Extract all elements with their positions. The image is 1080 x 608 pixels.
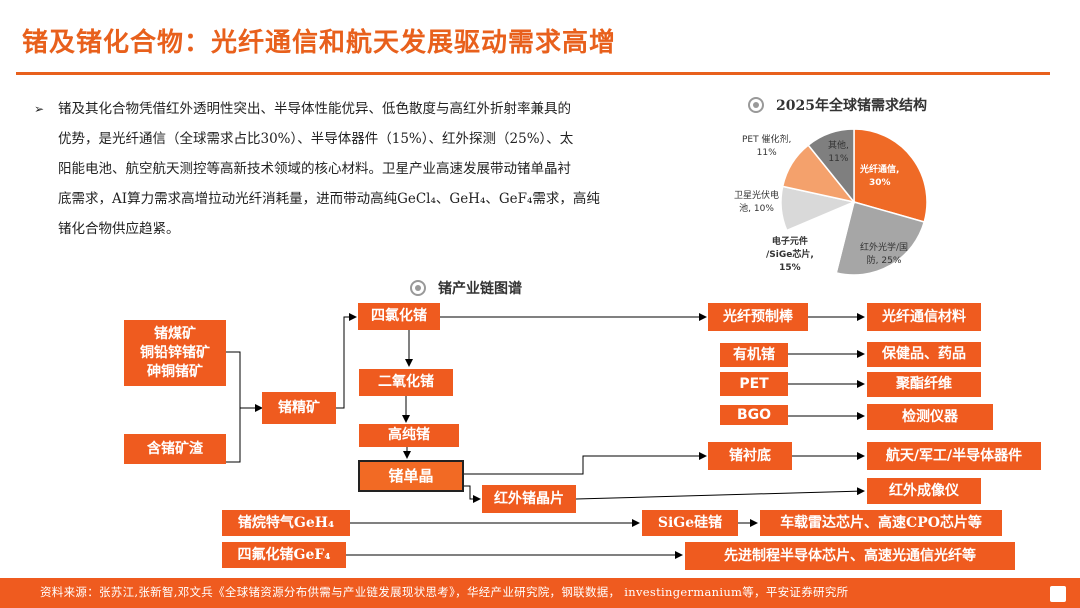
- node-preform: 光纤预制棒: [708, 303, 808, 331]
- node-ore-line1: 锗煤矿: [154, 325, 196, 342]
- node-ore-line3: 砷铜锗矿: [147, 363, 203, 380]
- intro-line-4: 底需求，AI算力需求高增拉动光纤消耗量，进而带动高纯GeCl₄、GeH₄、GeF…: [58, 191, 600, 207]
- pie-label-elec-name: 电子元件: [771, 237, 808, 247]
- node-ir-wafer: 红外锗晶片: [482, 485, 576, 513]
- footer-bar: 资料来源：张苏江,张新智,邓文兵《全球锗资源分布供需与产业链发展现状思考》，华经…: [0, 578, 1080, 608]
- title-rule: [16, 72, 1050, 75]
- arrow-ore1-bracket: [226, 351, 241, 463]
- node-gecl4: 四氯化锗: [358, 303, 440, 330]
- node-pet: PET: [720, 372, 788, 396]
- pie-label-sat: 卫星光伏电 池, 10%: [734, 190, 779, 216]
- arrow-single-to-substrate: [464, 452, 707, 475]
- node-pure: 高纯锗: [359, 424, 459, 447]
- node-health: 保健品、药品: [867, 342, 981, 367]
- pie-label-fiber-name: 光纤通信,: [860, 165, 900, 175]
- node-substrate: 锗衬底: [708, 442, 792, 470]
- logo-icon: [1050, 586, 1066, 602]
- pie-label-elec-pct: 15%: [779, 263, 801, 273]
- node-aerospace: 航天/军工/半导体器件: [867, 442, 1041, 470]
- pie-label-other-name: 其他,: [828, 141, 849, 151]
- pie-label-ir-pct: 防, 25%: [866, 256, 902, 266]
- intro-line-1: 锗及其化合物凭借红外透明性突出、半导体性能优异、低色散度与高红外折射率兼具的: [58, 101, 571, 117]
- intro-line-5: 锗化合物供应趋紧。: [58, 221, 180, 237]
- node-concentrate: 锗精矿: [262, 392, 336, 424]
- node-polyester: 聚酯纤维: [867, 372, 981, 397]
- pie-label-pet-name: PET 催化剂,: [742, 135, 792, 145]
- node-radar: 车载雷达芯片、高速CPO芯片等: [760, 510, 1002, 536]
- target-icon: [410, 280, 426, 296]
- node-gef4: 四氟化锗GeF₄: [222, 542, 346, 568]
- pie-label-elec: 电子元件 /SiGe芯片, 15%: [766, 236, 814, 275]
- chain-section-heading: 锗产业链图谱: [410, 278, 522, 298]
- node-geo2: 二氧化锗: [359, 369, 453, 396]
- pie-chart: 光纤通信, 30% 红外光学/国 防, 25% 电子元件 /SiGe芯片, 15…: [730, 122, 950, 282]
- pie-label-other-pct: 11%: [828, 154, 849, 164]
- arrow-irwafer-to-imager: [575, 487, 865, 500]
- pie-slice-5: [807, 128, 855, 205]
- pie-label-elec-sub: /SiGe芯片,: [766, 250, 814, 260]
- pie-label-ir: 红外光学/国 防, 25%: [860, 242, 908, 268]
- node-advanced: 先进制程半导体芯片、高速光通信光纤等: [685, 542, 1015, 570]
- pie-label-fiber-pct: 30%: [868, 178, 891, 188]
- bullet-icon: ➢: [34, 102, 45, 116]
- node-bgo: BGO: [720, 405, 788, 425]
- node-organic: 有机锗: [720, 343, 788, 367]
- node-ore-group: 锗煤矿 铜铅锌锗矿 砷铜锗矿: [124, 320, 226, 386]
- pie-slice-2: [785, 200, 856, 274]
- pie-label-fiber: 光纤通信, 30%: [860, 164, 899, 190]
- intro-line-2: 优势，是光纤通信（全球需求占比30%）、半导体器件（15%）、红外探测（25%）…: [58, 131, 574, 147]
- footer-source-text: 资料来源：张苏江,张新智,邓文兵《全球锗资源分布供需与产业链发展现状思考》，华经…: [40, 585, 849, 599]
- target-icon: [748, 97, 764, 113]
- pie-slice-1: [835, 201, 926, 276]
- pie-label-ir-name: 红外光学/国: [860, 243, 909, 253]
- pie-label-pet-pct: 11%: [756, 148, 777, 158]
- node-ir-imager: 红外成像仪: [867, 478, 981, 504]
- page-title: 锗及锗化合物：光纤通信和航天发展驱动需求高增: [22, 28, 617, 58]
- pie-slice-0: [853, 128, 928, 223]
- node-sige: SiGe硅锗: [642, 510, 738, 536]
- pie-svg: [780, 128, 928, 276]
- pie-label-sat-name: 卫星光伏电: [734, 191, 780, 201]
- pie-heading-label: 2025年全球锗需求结构: [776, 98, 927, 114]
- pie-section-heading: 2025年全球锗需求结构: [748, 95, 927, 115]
- node-geh4: 锗烷特气GeH₄: [222, 510, 350, 536]
- intro-paragraph: ➢ 锗及其化合物凭借红外透明性突出、半导体性能优异、低色散度与高红外折射率兼具的…: [34, 94, 674, 244]
- pie-label-other: 其他, 11%: [828, 140, 849, 166]
- intro-line-3: 阳能电池、航空航天测控等高新技术领域的核心材料。卫星产业高速发展带动锗单晶衬: [58, 161, 571, 177]
- chain-heading-label: 锗产业链图谱: [438, 281, 522, 297]
- node-single-crystal: 锗单晶: [358, 460, 464, 492]
- node-ore-line2: 铜铅锌锗矿: [140, 344, 210, 361]
- pie-label-sat-pct: 池, 10%: [739, 204, 774, 214]
- node-slag: 含锗矿渣: [124, 434, 226, 464]
- node-fiber-material: 光纤通信材料: [867, 303, 981, 331]
- node-detector: 检测仪器: [867, 404, 993, 430]
- arrow-single-to-irwafer: [464, 485, 481, 503]
- pie-label-pet: PET 催化剂, 11%: [742, 134, 791, 160]
- arrow-concentrate-to-gecl4: [336, 313, 357, 409]
